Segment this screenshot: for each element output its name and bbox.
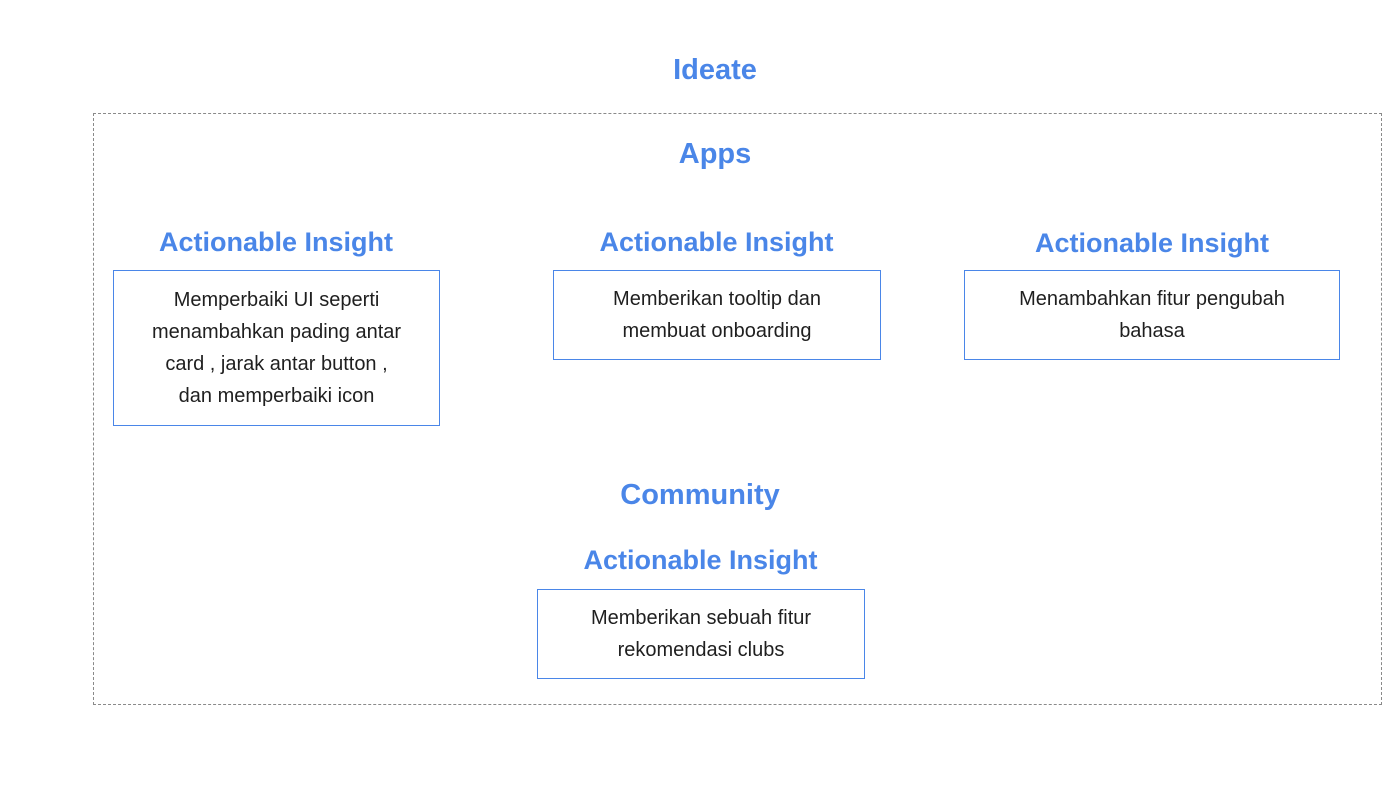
insight-text-language: Menambahkan fitur pengubah bahasa	[1019, 283, 1285, 347]
insight-line: Memberikan sebuah fitur	[590, 607, 812, 629]
insight-line: dan memperbaiki icon	[178, 385, 375, 407]
section-title-community: Community	[620, 479, 780, 511]
page-title: Ideate	[673, 54, 757, 86]
insight-text-clubs: Memberikan sebuah fitur rekomendasi club…	[591, 602, 811, 666]
insight-line: card , jarak antar button ,	[165, 353, 388, 375]
insight-card-clubs: Memberikan sebuah fitur rekomendasi club…	[537, 589, 865, 679]
insight-heading-clubs: Actionable Insight	[583, 545, 818, 575]
insight-line: Memberikan tooltip dan	[613, 288, 821, 310]
insight-heading-tooltip: Actionable Insight	[599, 227, 834, 257]
insight-line: rekomendasi clubs	[617, 639, 785, 661]
insight-card-language: Menambahkan fitur pengubah bahasa	[964, 270, 1340, 360]
ideate-frame	[93, 113, 1382, 705]
insight-card-ui: Memperbaiki UI seperti menambahkan padin…	[113, 270, 440, 426]
insight-heading-ui: Actionable Insight	[158, 227, 393, 257]
insight-line: Memperbaiki UI seperti	[173, 289, 380, 311]
section-title-apps: Apps	[678, 138, 752, 170]
insight-text-ui: Memperbaiki UI seperti menambahkan padin…	[152, 284, 401, 412]
insight-line: membuat onboarding	[622, 320, 812, 342]
insight-line: Menambahkan fitur pengubah	[1019, 288, 1285, 310]
insight-line: bahasa	[1119, 320, 1185, 342]
insight-text-tooltip: Memberikan tooltip dan membuat onboardin…	[613, 283, 821, 347]
insight-heading-language: Actionable Insight	[1034, 228, 1269, 258]
insight-line: menambahkan pading antar	[151, 321, 402, 343]
insight-card-tooltip: Memberikan tooltip dan membuat onboardin…	[553, 270, 881, 360]
